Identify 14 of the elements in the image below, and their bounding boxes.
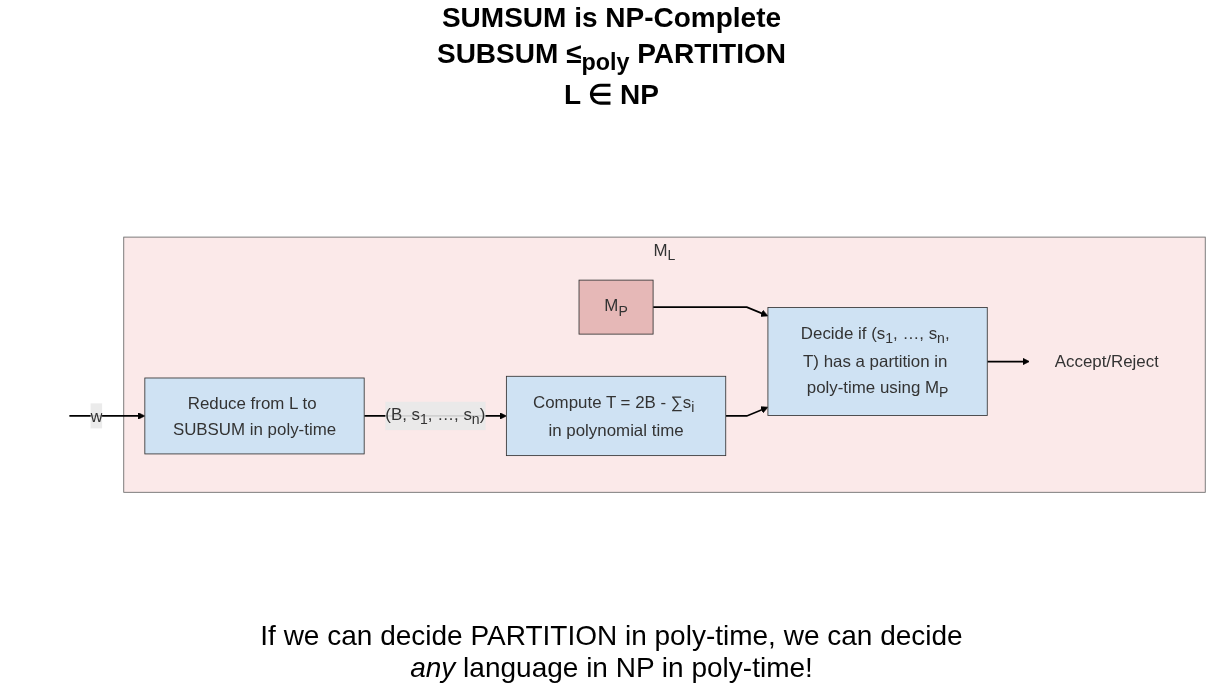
node-text: Accept/Reject xyxy=(1054,351,1159,371)
node-box: M$_{P}$ xyxy=(578,279,653,335)
node-box: Reduce from L to SUBSUM in poly-time xyxy=(143,377,365,454)
heading-line: L ∈ NP xyxy=(562,77,660,111)
node-box: Compute T = 2B - ∑s$_{i}$ in polynomial time xyxy=(505,375,726,456)
edge-label: w xyxy=(89,406,103,425)
heading-line: SUBSUM ≤$_{poly}$ PARTITION xyxy=(436,38,786,76)
arrow xyxy=(985,357,1030,365)
edge-label: (B, s$_{1}$, …, s$_{n}$) xyxy=(384,404,485,428)
arrow xyxy=(724,405,768,417)
title: SUMSUM is NP-Complete xyxy=(441,2,782,34)
node-box: Decide if (s$_{1}$, …, s$_{n}$, T) has a partition in poly-time using M$_{P}$ xyxy=(767,306,988,416)
arrow xyxy=(651,305,768,317)
caption: If we can decide PARTITION in poly-time, we can decide any language in NP in poly-time! xyxy=(259,620,964,684)
